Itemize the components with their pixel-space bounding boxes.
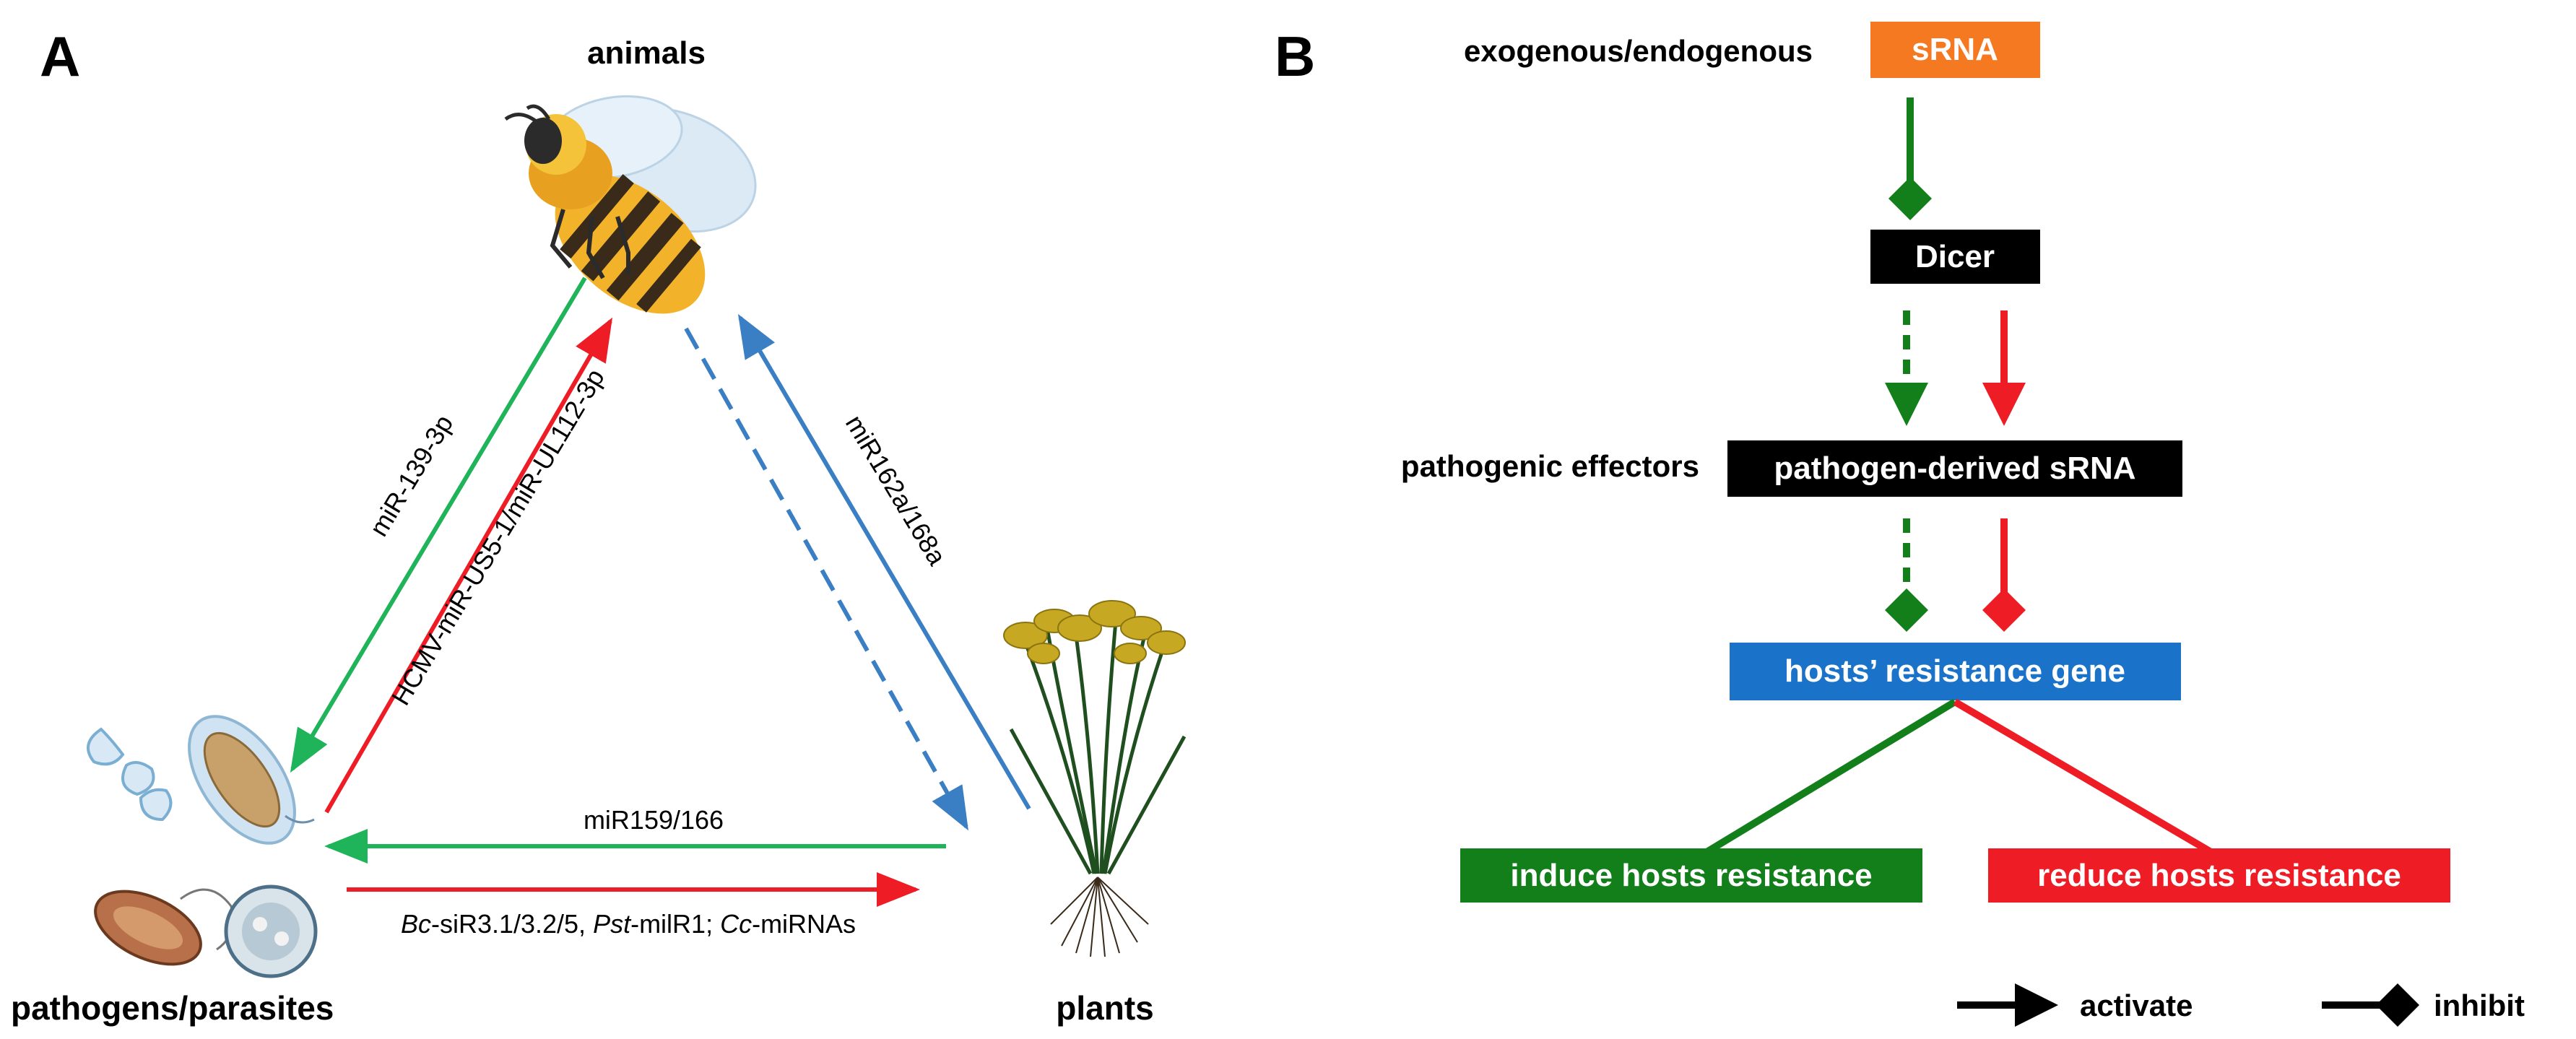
label-mir139: miR-139-3p	[363, 409, 459, 541]
panel-a-letter: A	[40, 25, 80, 88]
box-dicer-label: Dicer	[1915, 239, 1995, 274]
legend: activate inhibit	[1957, 983, 2525, 1027]
box-reduce	[1988, 848, 2450, 903]
node-plants: plants	[1056, 989, 1153, 1027]
box-induce-label: induce hosts resistance	[1510, 858, 1872, 893]
branch-induce	[1699, 698, 1957, 859]
legend-inhibit-label: inhibit	[2434, 988, 2525, 1022]
label-bc-part1: Bc	[401, 909, 431, 939]
label-bc-part4: -milR1;	[630, 909, 720, 939]
row-label-pathogenic: pathogenic effectors	[1401, 449, 1699, 483]
label-bc-part3: Pst	[593, 909, 632, 939]
box-srna-label: sRNA	[1912, 32, 1998, 67]
legend-activate-label: activate	[2080, 988, 2193, 1022]
row-label-exogenous: exogenous/endogenous	[1464, 34, 1813, 68]
panel-b-letter: B	[1275, 25, 1315, 88]
box-pathogen-srna	[1727, 440, 2182, 497]
box-induce	[1460, 848, 1922, 903]
branch-reduce	[1953, 698, 2219, 859]
box-resistance-gene-label: hosts’ resistance gene	[1784, 653, 2125, 689]
panel-b: B exogenous/endogenous pathogenic effect…	[1275, 22, 2525, 1027]
label-hcmv: HCMV-miR-US5-1/miR-UL112-3p	[386, 364, 610, 710]
arrow-pathogens-to-animals	[324, 317, 613, 814]
arrow-animals-to-pathogens	[290, 277, 587, 773]
arrow-plants-to-animals	[737, 313, 1031, 810]
arrow-animals-to-plants-dashed	[684, 327, 968, 831]
node-animals: animals	[587, 35, 706, 71]
label-mir159: miR159/166	[584, 805, 724, 835]
pathogens-icon	[87, 715, 318, 978]
box-reduce-label: reduce hosts resistance	[2037, 858, 2401, 893]
label-bc-part2: -siR3.1/3.2/5,	[431, 909, 593, 939]
box-pathogen-srna-label: pathogen-derived sRNA	[1774, 451, 2135, 486]
label-mir162: miR162a/168a	[840, 410, 953, 571]
label-bc-part5: Cc	[720, 909, 752, 939]
label-bc-part6: -miRNAs	[752, 909, 856, 939]
box-dicer	[1870, 230, 2040, 284]
box-resistance-gene	[1730, 643, 2181, 700]
plant-icon	[1003, 600, 1187, 957]
panel-a: A animals	[11, 25, 1187, 1027]
box-srna	[1870, 22, 2040, 78]
label-bc-sir: Bc-siR3.1/3.2/5, Pst-milR1; Cc-miRNAs	[401, 909, 856, 939]
bee-icon	[504, 95, 757, 314]
node-pathogens: pathogens/parasites	[11, 989, 334, 1027]
